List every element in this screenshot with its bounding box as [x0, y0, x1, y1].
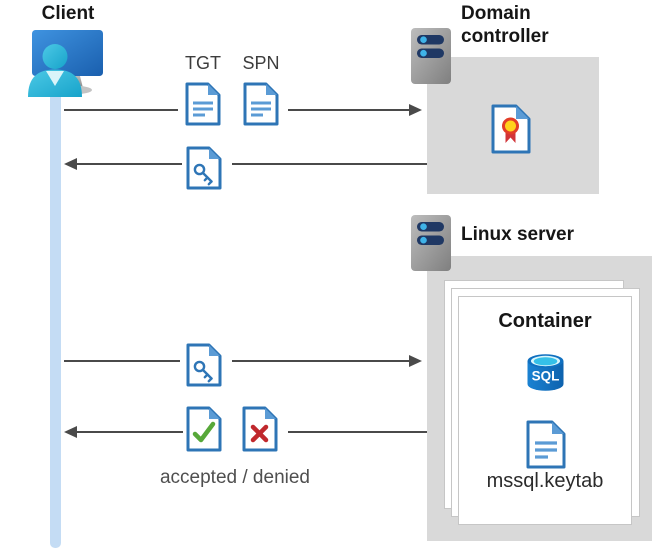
arrow-dc-to-client-line-left — [76, 163, 182, 165]
accepted-denied-label: accepted / denied — [159, 467, 310, 488]
key-document-icon — [186, 146, 222, 190]
user-icon — [28, 44, 82, 97]
domain-controller-server-icon — [411, 28, 451, 84]
arrow-server-to-client-head — [64, 426, 77, 438]
tgt-label: TGT — [185, 53, 221, 73]
arrow-client-to-dc-head — [409, 104, 422, 116]
spn-document-icon — [243, 82, 279, 126]
arrow-client-to-server-line-right — [232, 360, 410, 362]
arrow-dc-to-client-line-right — [232, 163, 427, 165]
denied-document-icon — [242, 406, 278, 452]
keytab-label: mssql.keytab — [486, 470, 604, 492]
sql-icon-label: SQL — [532, 369, 560, 384]
arrow-client-to-server-line-left — [64, 360, 180, 362]
tgt-document-icon — [185, 82, 221, 126]
client-icon — [28, 30, 103, 97]
arrow-server-to-client-line-left — [76, 431, 183, 433]
arrow-client-to-dc-line-right — [288, 109, 410, 111]
client-label: Client — [41, 3, 95, 24]
accepted-document-icon — [186, 406, 222, 452]
arrow-dc-to-client-head — [64, 158, 77, 170]
linux-server-server-icon — [411, 215, 451, 271]
linux-server-label: Linux server — [461, 224, 574, 245]
keytab-document-icon — [526, 420, 566, 469]
key-document-icon-2 — [186, 343, 222, 387]
arrow-server-to-client-line-right — [288, 431, 427, 433]
container-card: Container SQL mssql.keytab — [458, 296, 632, 525]
container-label: Container — [498, 310, 592, 332]
arrow-client-to-dc-line-left — [64, 109, 178, 111]
client-lifeline — [50, 84, 61, 548]
sql-database-icon: SQL — [527, 354, 564, 391]
arrow-client-to-server-head — [409, 355, 422, 367]
spn-label: SPN — [242, 53, 280, 73]
domain-controller-label: Domain controller — [461, 3, 549, 47]
certificate-icon — [491, 104, 531, 154]
